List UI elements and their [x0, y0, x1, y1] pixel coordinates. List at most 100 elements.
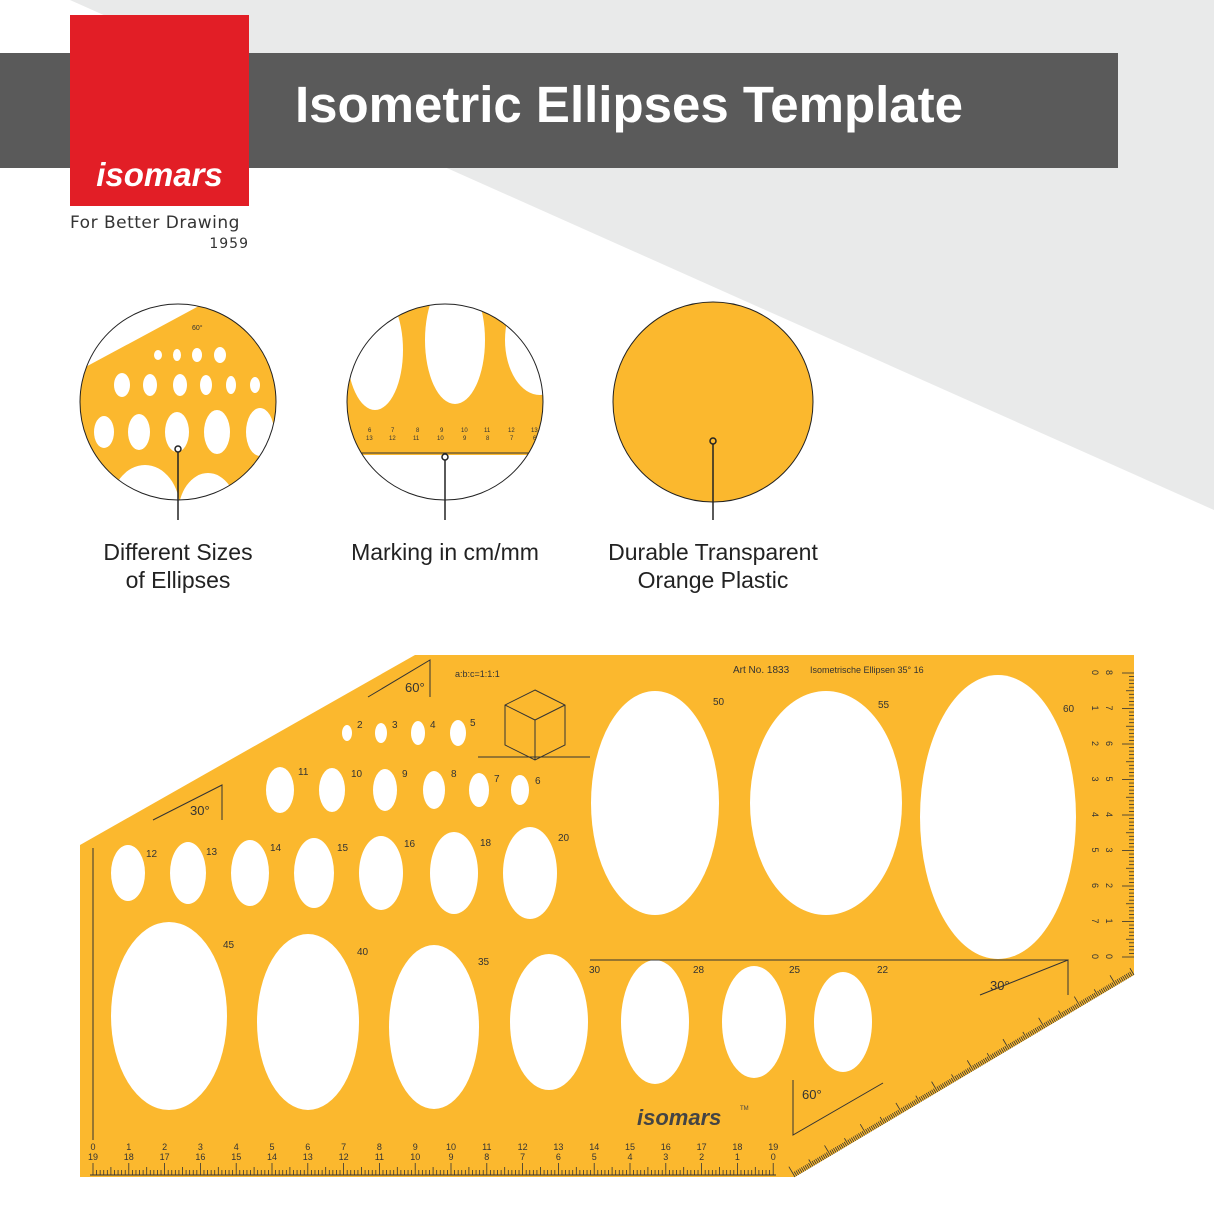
- svg-text:7: 7: [510, 436, 514, 442]
- svg-text:5: 5: [470, 718, 476, 729]
- feature-label-line: Durable Transparent: [608, 539, 818, 565]
- svg-text:7: 7: [494, 774, 500, 785]
- svg-text:0: 0: [1090, 954, 1100, 959]
- svg-text:25: 25: [789, 965, 801, 976]
- svg-text:14: 14: [270, 843, 282, 854]
- svg-text:8: 8: [1104, 670, 1114, 675]
- svg-text:18: 18: [732, 1142, 742, 1152]
- svg-text:8: 8: [484, 1152, 489, 1162]
- svg-text:9: 9: [440, 428, 444, 434]
- feature-label-ellipse-sizes: Different Sizes of Ellipses: [78, 538, 278, 594]
- feature-label-plastic: Durable Transparent Orange Plastic: [585, 538, 841, 594]
- angle-60-label-bottom: 60°: [802, 1087, 822, 1102]
- svg-text:10: 10: [351, 769, 363, 780]
- feature-label-line: of Ellipses: [125, 567, 231, 593]
- svg-text:0: 0: [1090, 670, 1100, 675]
- angle-60-label: 60°: [405, 680, 425, 695]
- svg-text:15: 15: [337, 843, 349, 854]
- svg-text:3: 3: [663, 1152, 668, 1162]
- svg-text:11: 11: [484, 428, 491, 434]
- page-title: Isometric Ellipses Template: [295, 76, 963, 133]
- svg-text:45: 45: [223, 940, 235, 951]
- svg-text:60: 60: [1063, 704, 1075, 715]
- svg-text:13: 13: [553, 1142, 563, 1152]
- svg-text:14: 14: [267, 1152, 277, 1162]
- svg-text:9: 9: [463, 436, 467, 442]
- svg-text:19: 19: [768, 1142, 778, 1152]
- svg-text:18: 18: [124, 1152, 134, 1162]
- svg-text:5: 5: [592, 1152, 597, 1162]
- svg-text:6: 6: [556, 1152, 561, 1162]
- feature-label-markings: Marking in cm/mm: [330, 538, 560, 566]
- feature-label-line: Different Sizes: [103, 539, 253, 565]
- svg-text:13: 13: [366, 436, 373, 442]
- svg-text:7: 7: [341, 1142, 346, 1152]
- svg-text:8: 8: [377, 1142, 382, 1152]
- svg-text:6: 6: [535, 776, 541, 787]
- svg-text:7: 7: [520, 1152, 525, 1162]
- svg-text:40: 40: [357, 947, 369, 958]
- svg-text:3: 3: [1090, 777, 1100, 782]
- svg-text:1: 1: [126, 1142, 131, 1152]
- svg-text:12: 12: [339, 1152, 349, 1162]
- svg-text:15: 15: [231, 1152, 241, 1162]
- svg-text:15: 15: [625, 1142, 635, 1152]
- ratio-label: a:b:c=1:1:1: [455, 669, 500, 679]
- svg-text:11: 11: [298, 767, 309, 778]
- svg-text:17: 17: [697, 1142, 707, 1152]
- brand-year: 1959: [209, 236, 249, 252]
- svg-text:3: 3: [1104, 848, 1114, 853]
- brand-tagline: For Better Drawing: [70, 213, 240, 233]
- svg-text:1: 1: [1104, 919, 1114, 924]
- svg-text:6: 6: [305, 1142, 310, 1152]
- svg-text:7: 7: [1104, 706, 1114, 711]
- svg-text:2: 2: [162, 1142, 167, 1152]
- svg-text:17: 17: [160, 1152, 170, 1162]
- svg-text:12: 12: [389, 436, 396, 442]
- svg-text:12: 12: [508, 428, 515, 434]
- svg-text:5: 5: [1090, 848, 1100, 853]
- svg-text:4: 4: [627, 1152, 632, 1162]
- template-brand-logo: isomars: [637, 1105, 721, 1130]
- svg-text:5: 5: [269, 1142, 274, 1152]
- svg-text:8: 8: [486, 436, 490, 442]
- svg-text:12: 12: [518, 1142, 528, 1152]
- template-name: Isometrische Ellipsen 35° 16: [810, 665, 924, 675]
- svg-text:13: 13: [206, 847, 218, 858]
- svg-text:10: 10: [461, 428, 468, 434]
- art-number: Art No. 1833: [733, 665, 790, 676]
- svg-text:10: 10: [446, 1142, 456, 1152]
- svg-text:1: 1: [735, 1152, 740, 1162]
- brand-logo: isomars: [70, 15, 249, 206]
- svg-text:3: 3: [198, 1142, 203, 1152]
- svg-text:9: 9: [402, 769, 408, 780]
- svg-text:13: 13: [303, 1152, 313, 1162]
- svg-text:6: 6: [1090, 883, 1100, 888]
- svg-text:2: 2: [357, 720, 363, 731]
- svg-text:4: 4: [234, 1142, 239, 1152]
- svg-text:9: 9: [413, 1142, 418, 1152]
- isometric-cube-diagram: [478, 689, 590, 761]
- svg-text:18: 18: [480, 838, 492, 849]
- svg-text:2: 2: [1090, 741, 1100, 746]
- svg-text:6: 6: [368, 428, 372, 434]
- svg-text:30: 30: [589, 965, 601, 976]
- trademark: TM: [740, 1106, 749, 1112]
- svg-text:28: 28: [693, 965, 705, 976]
- svg-text:4: 4: [1104, 812, 1114, 817]
- brand-logo-text: isomars: [96, 156, 223, 193]
- svg-text:2: 2: [1104, 883, 1114, 888]
- svg-text:3: 3: [392, 720, 398, 731]
- svg-text:8: 8: [416, 428, 420, 434]
- svg-text:22: 22: [877, 965, 889, 976]
- svg-text:0: 0: [771, 1152, 776, 1162]
- feature-circle-orange-plastic: [612, 301, 814, 520]
- svg-text:60°: 60°: [192, 324, 203, 332]
- svg-text:14: 14: [589, 1142, 599, 1152]
- svg-text:50: 50: [713, 697, 725, 708]
- svg-text:35: 35: [478, 957, 490, 968]
- svg-text:9: 9: [448, 1152, 453, 1162]
- svg-text:7: 7: [1090, 919, 1100, 924]
